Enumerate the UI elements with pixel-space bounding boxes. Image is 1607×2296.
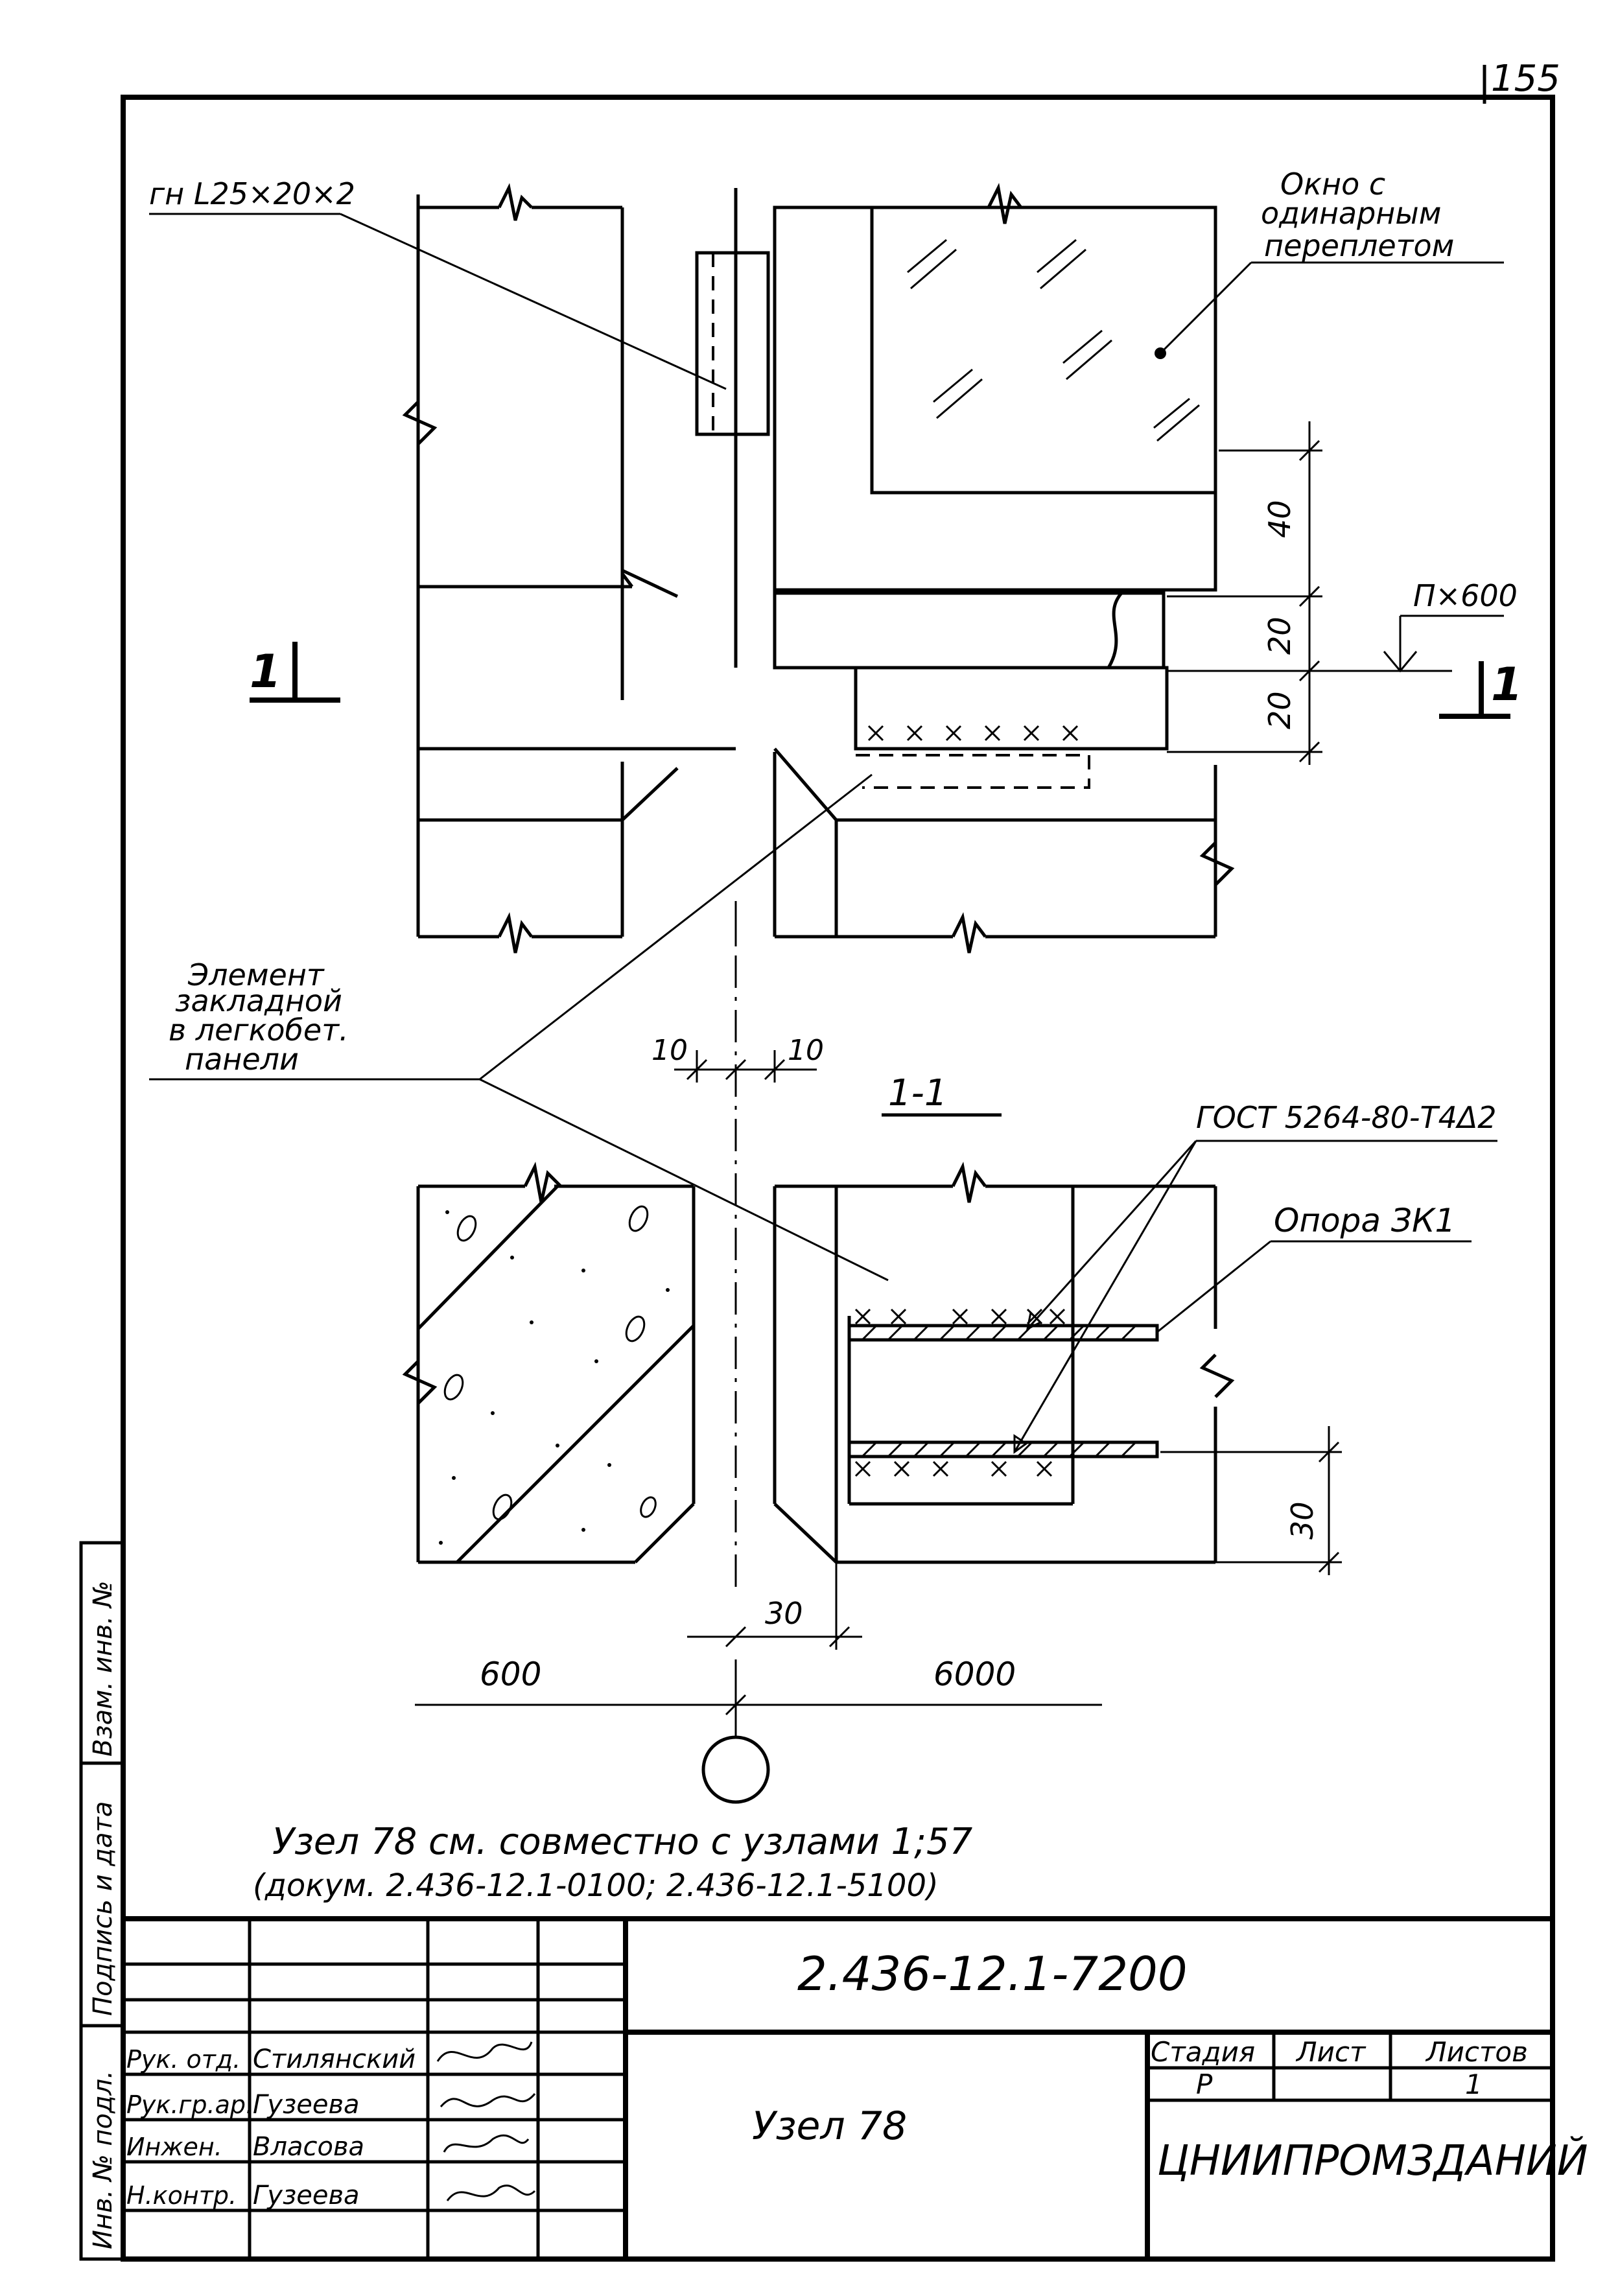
embedded-label-4: панели xyxy=(185,1042,299,1077)
section-title: 1-1 xyxy=(888,1072,947,1114)
side-stamp xyxy=(79,1541,125,2261)
dim-30-bottom: 30 xyxy=(765,1596,803,1631)
axis-label-right: 6000 xyxy=(933,1656,1016,1693)
plan-view xyxy=(149,183,1510,954)
window-label-3: переплетом xyxy=(1264,228,1454,263)
name-4: Гузеева xyxy=(253,2181,360,2210)
stage-header: Стадия xyxy=(1151,2036,1255,2068)
spacing-label: П×600 xyxy=(1413,578,1518,613)
role-1: Рук. отд. xyxy=(126,2045,240,2074)
sheets-header: Листов xyxy=(1425,2036,1528,2068)
role-4: Н.контр. xyxy=(126,2181,237,2210)
dim-20-a: 20 xyxy=(1262,616,1297,655)
window-label-1: Окно с xyxy=(1280,167,1385,202)
support-label: Опора ЗК1 xyxy=(1274,1202,1455,1239)
role-3: Инжен. xyxy=(126,2133,222,2161)
angle-profile-label: гн L25×20×2 xyxy=(149,176,355,211)
section-mark-right: 1 xyxy=(1491,658,1523,711)
side-field-1: Взам. инв. № xyxy=(88,1580,118,1757)
side-field-3: Инв. № подл. xyxy=(88,2070,118,2249)
stage-value: Р xyxy=(1196,2068,1213,2100)
window-label-2: одинарным xyxy=(1261,196,1441,231)
weld-crosses-lower xyxy=(854,1460,1053,1477)
sheet-number: 155 xyxy=(1491,58,1560,100)
sheet-header: Лист xyxy=(1295,2036,1367,2068)
name-3: Власова xyxy=(253,2132,364,2162)
dim-10-a: 10 xyxy=(651,1034,688,1067)
section-view xyxy=(149,773,1497,1804)
weld-crosses-plan xyxy=(867,725,1079,742)
embedded-label-2: закладной xyxy=(175,983,342,1018)
embedded-label-3: в легкобет. xyxy=(169,1013,349,1048)
embedded-label-1: Элемент xyxy=(187,957,325,992)
dim-20-b: 20 xyxy=(1262,691,1297,729)
note-line-1: Узел 78 см. совместно с узлами 1;57 xyxy=(272,1821,973,1863)
document-code: 2.436-12.1-7200 xyxy=(797,1947,1188,2001)
section-mark-left: 1 xyxy=(250,645,281,698)
title-block xyxy=(123,1916,1553,2259)
dim-30-right: 30 xyxy=(1285,1501,1320,1540)
dim-10-b: 10 xyxy=(788,1034,824,1067)
side-field-2: Подпись и дата xyxy=(88,1801,118,2016)
axis-marker xyxy=(701,1735,770,1804)
name-2: Гузеева xyxy=(253,2090,360,2120)
weld-spec-label: ГОСТ 5264-80-Т4Δ2 xyxy=(1196,1100,1497,1135)
organization: ЦНИИПРОМЗДАНИЙ xyxy=(1157,2136,1588,2185)
name-1: Стилянский xyxy=(253,2044,416,2074)
dim-40: 40 xyxy=(1262,500,1297,538)
note-line-2: (докум. 2.436-12.1-0100; 2.436-12.1-5100… xyxy=(253,1868,939,1904)
axis-label-left: 600 xyxy=(480,1656,541,1693)
role-2: Рук.гр.ар. xyxy=(126,2091,253,2119)
drawing-frame xyxy=(121,95,1555,2262)
sheets-value: 1 xyxy=(1465,2068,1483,2100)
drawing-title: Узел 78 xyxy=(752,2103,907,2149)
